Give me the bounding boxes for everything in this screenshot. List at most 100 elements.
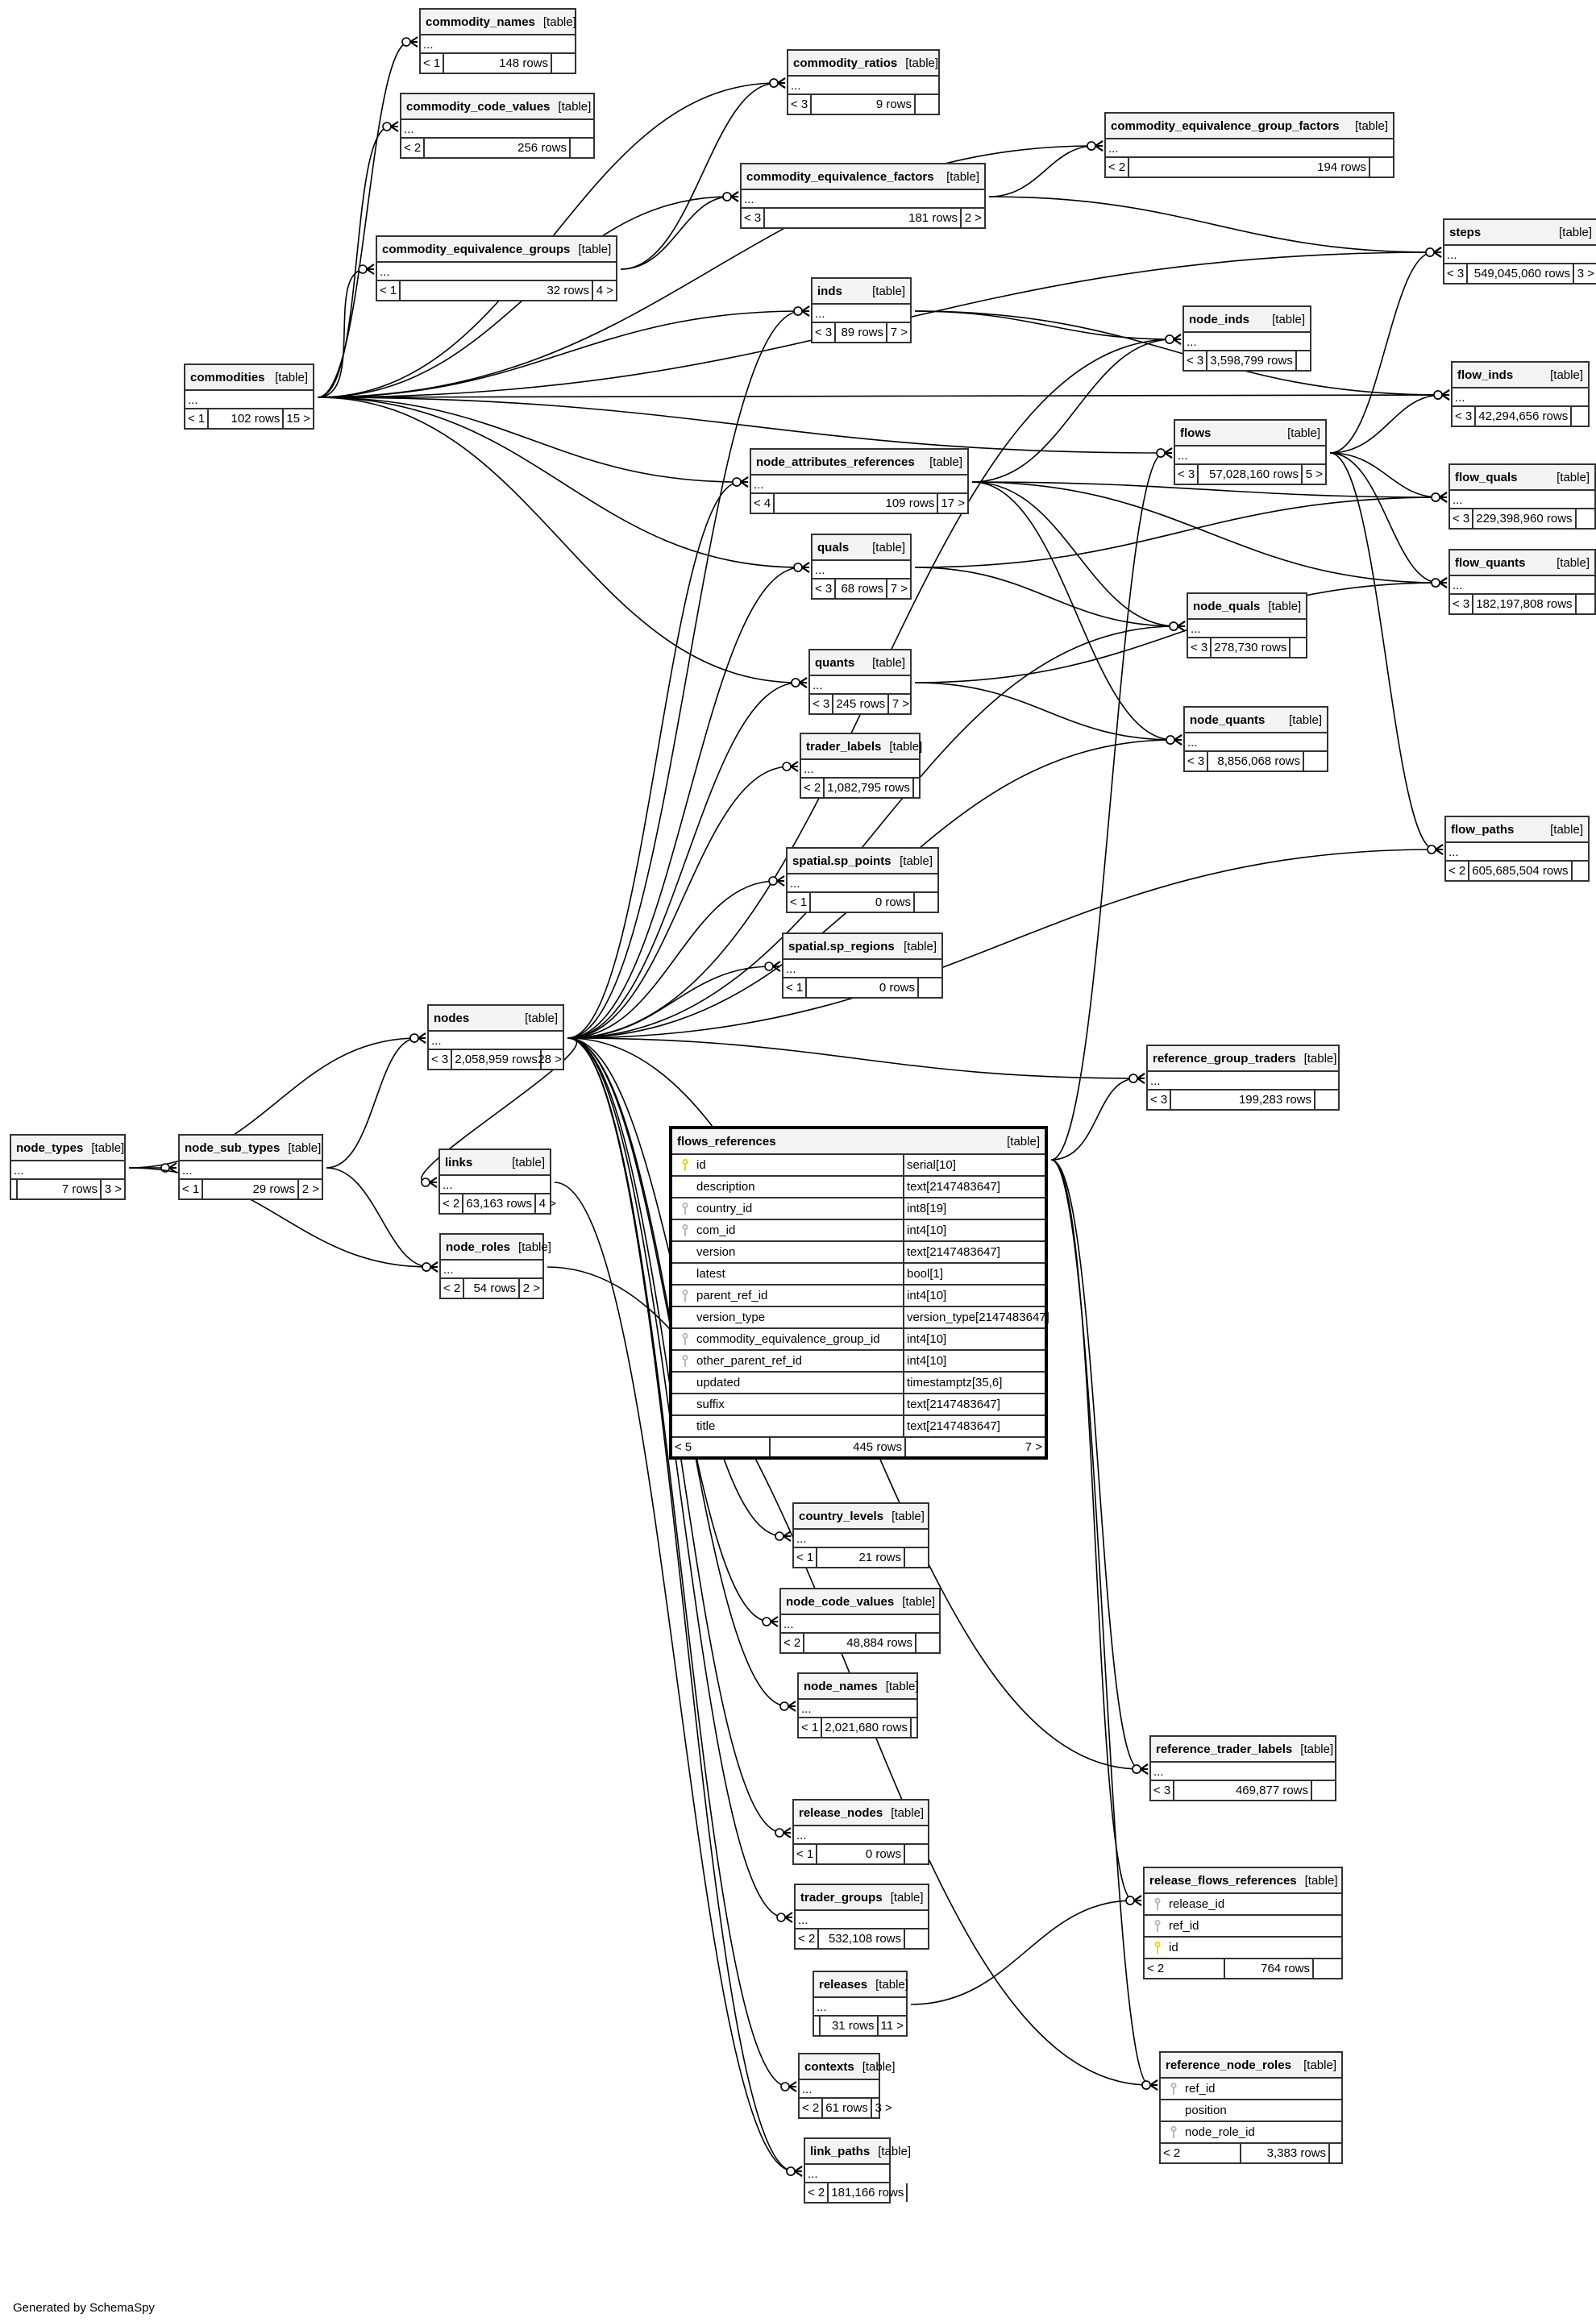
table-header[interactable]: trader_labels[table]	[801, 734, 922, 760]
parent-count-link[interactable]: < 2	[801, 779, 825, 797]
table-header[interactable]: spatial.sp_points[table]	[788, 849, 937, 874]
child-count-link[interactable]	[571, 139, 593, 157]
table-name[interactable]: contexts	[804, 2059, 854, 2074]
column-row[interactable]: release_id	[1145, 1894, 1341, 1916]
table-header[interactable]: releases[table]	[814, 1972, 908, 1998]
parent-count-link[interactable]: < 3	[1185, 752, 1209, 771]
child-count-link[interactable]	[905, 1929, 928, 1948]
parent-count-link[interactable]: < 2	[440, 1194, 464, 1213]
table-header[interactable]: commodity_code_values[table]	[401, 94, 593, 120]
table-name[interactable]: releases	[819, 1977, 868, 1992]
table-name[interactable]: links	[445, 1155, 473, 1169]
parent-count-link[interactable]: < 3	[742, 209, 766, 227]
table-name[interactable]: commodity_equivalence_groups	[382, 242, 571, 256]
table-name[interactable]: inds	[817, 284, 842, 298]
parent-count-link[interactable]: < 3	[1444, 264, 1469, 283]
table-name[interactable]: node_attributes_references	[756, 455, 915, 469]
parent-count-link[interactable]: < 2	[796, 1929, 820, 1948]
parent-count-link[interactable]: < 1	[788, 893, 812, 912]
child-count-link[interactable]: 2 >	[964, 211, 982, 225]
parent-count-link[interactable]: < 1	[799, 1718, 823, 1737]
table-commodity-equivalence-groups[interactable]: commodity_equivalence_groups[table]...< …	[376, 235, 617, 301]
child-count-link[interactable]	[552, 54, 575, 73]
table-name[interactable]: commodity_names	[426, 15, 535, 29]
parent-count-link[interactable]	[11, 1180, 18, 1198]
table-name[interactable]: nodes	[434, 1011, 470, 1025]
parent-count-link[interactable]: < 3	[810, 695, 834, 713]
child-count-link[interactable]	[914, 779, 937, 797]
child-count-link[interactable]: 7 >	[890, 582, 908, 596]
table-header[interactable]: commodity_ratios[table]	[788, 51, 938, 77]
parent-count-link[interactable]: < 1	[185, 409, 210, 428]
table-name[interactable]: commodities	[190, 370, 265, 384]
table-header[interactable]: quals[table]	[813, 535, 910, 561]
table-header[interactable]: commodity_equivalence_group_factors[tabl…	[1106, 114, 1393, 139]
child-count-link[interactable]	[1314, 1959, 1341, 1978]
table-header[interactable]: node_inds[table]	[1184, 307, 1310, 333]
parent-count-link[interactable]: < 3	[788, 95, 813, 114]
table-name[interactable]: commodity_code_values	[406, 99, 551, 114]
child-count-link[interactable]	[1315, 1090, 1338, 1109]
table-commodity-equivalence-factors[interactable]: commodity_equivalence_factors[table]...<…	[740, 163, 986, 229]
table-name[interactable]: flow_inds	[1457, 368, 1514, 382]
parent-count-link[interactable]: < 2	[800, 2099, 824, 2117]
table-name[interactable]: reference_node_roles	[1166, 2058, 1291, 2072]
table-name[interactable]: release_nodes	[799, 1805, 883, 1820]
table-header[interactable]: node_types[table]	[11, 1136, 124, 1161]
table-header[interactable]: commodity_equivalence_groups[table]	[377, 237, 616, 263]
table-name[interactable]: release_flows_references	[1149, 1873, 1297, 1888]
table-header[interactable]: reference_group_traders[table]	[1148, 1046, 1338, 1072]
parent-count-link[interactable]: < 2	[1145, 1959, 1225, 1978]
table-header[interactable]: node_attributes_references[table]	[751, 450, 967, 476]
table-header[interactable]: node_code_values[table]	[781, 1589, 939, 1615]
child-count-link[interactable]	[1577, 509, 1596, 528]
child-count-link[interactable]	[916, 1634, 939, 1652]
child-count-link[interactable]	[919, 978, 941, 997]
table-name[interactable]: spatial.sp_regions	[788, 939, 895, 953]
table-name[interactable]: flows_references	[677, 1134, 776, 1149]
parent-count-link[interactable]: < 3	[1450, 509, 1474, 528]
table-header[interactable]: trader_groups[table]	[796, 1885, 928, 1911]
column-row[interactable]: node_role_id	[1161, 2122, 1341, 2144]
column-row[interactable]: ref_id	[1145, 1916, 1341, 1938]
table-header[interactable]: commodity_names[table]	[421, 10, 576, 35]
table-name[interactable]: node_types	[16, 1140, 84, 1155]
table-name[interactable]: quants	[815, 655, 855, 670]
parent-count-link[interactable]: < 3	[1175, 465, 1199, 484]
parent-count-link[interactable]: < 4	[751, 494, 775, 513]
child-count-link[interactable]	[1330, 2144, 1353, 2162]
child-count-link[interactable]	[915, 893, 937, 912]
parent-count-link[interactable]: < 2	[1161, 2144, 1241, 2162]
parent-count-link[interactable]: < 2	[441, 1279, 465, 1298]
table-name[interactable]: trader_groups	[800, 1890, 883, 1905]
parent-count-link[interactable]: < 2	[401, 139, 426, 157]
table-header[interactable]: release_flows_references[table]	[1145, 1868, 1341, 1894]
table-name[interactable]: reference_trader_labels	[1156, 1742, 1293, 1756]
parent-count-link[interactable]: < 2	[805, 2183, 829, 2202]
table-name[interactable]: flow_quants	[1455, 555, 1526, 570]
parent-count-link[interactable]: < 3	[1188, 638, 1212, 657]
parent-count-link[interactable]: < 3	[429, 1050, 453, 1069]
child-count-link[interactable]: 3 >	[875, 2101, 892, 2115]
